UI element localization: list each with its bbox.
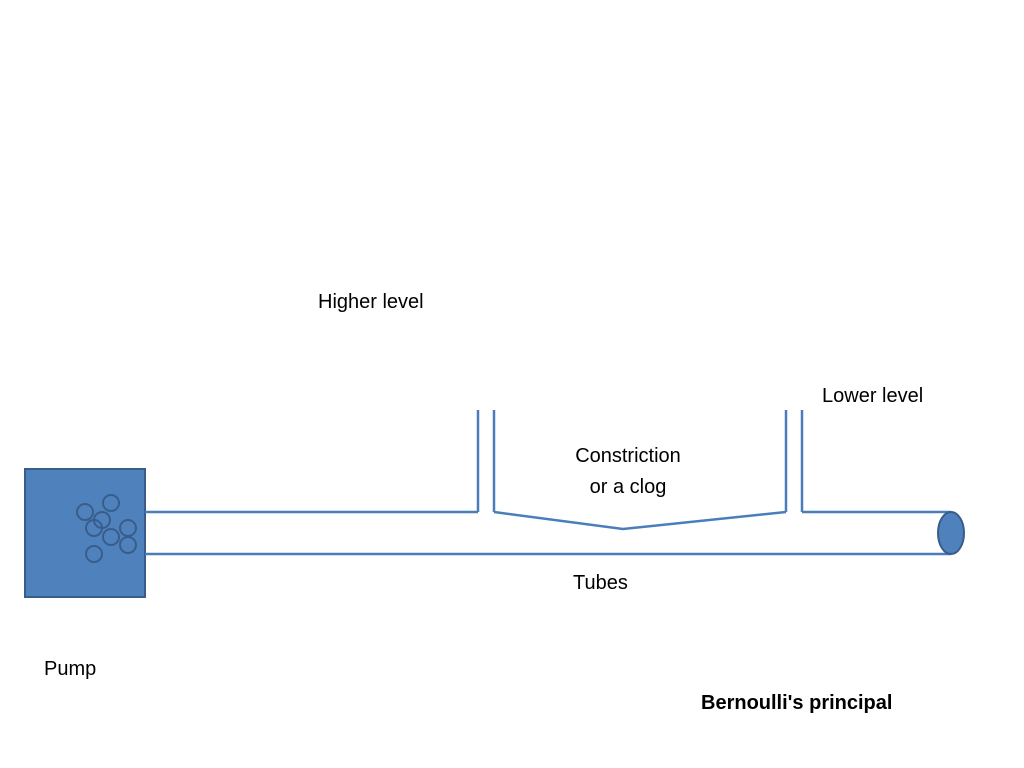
bubble [85, 545, 103, 563]
constriction-wall [493, 510, 787, 531]
pump-box [24, 468, 146, 598]
pipe-outlet-icon [937, 511, 965, 555]
constriction-label: Constriction or a clog [548, 441, 708, 503]
constriction-label-line1: Constriction [575, 445, 681, 467]
pump [24, 468, 146, 598]
tubes-label: Tubes [573, 572, 628, 594]
pump-label: Pump [44, 658, 97, 680]
bubble [76, 503, 94, 521]
diagram-title: Bernoulli's principal [701, 692, 893, 714]
bubble [102, 528, 120, 546]
higher-level-label: Higher level [318, 291, 424, 313]
pump-bubbles-icon [76, 494, 137, 563]
bubble [85, 519, 103, 537]
bubble [119, 536, 137, 554]
lower-level-label: Lower level [822, 385, 924, 407]
constriction-label-line2: or a clog [589, 476, 667, 498]
tubes [145, 410, 951, 556]
bubble [102, 494, 120, 512]
